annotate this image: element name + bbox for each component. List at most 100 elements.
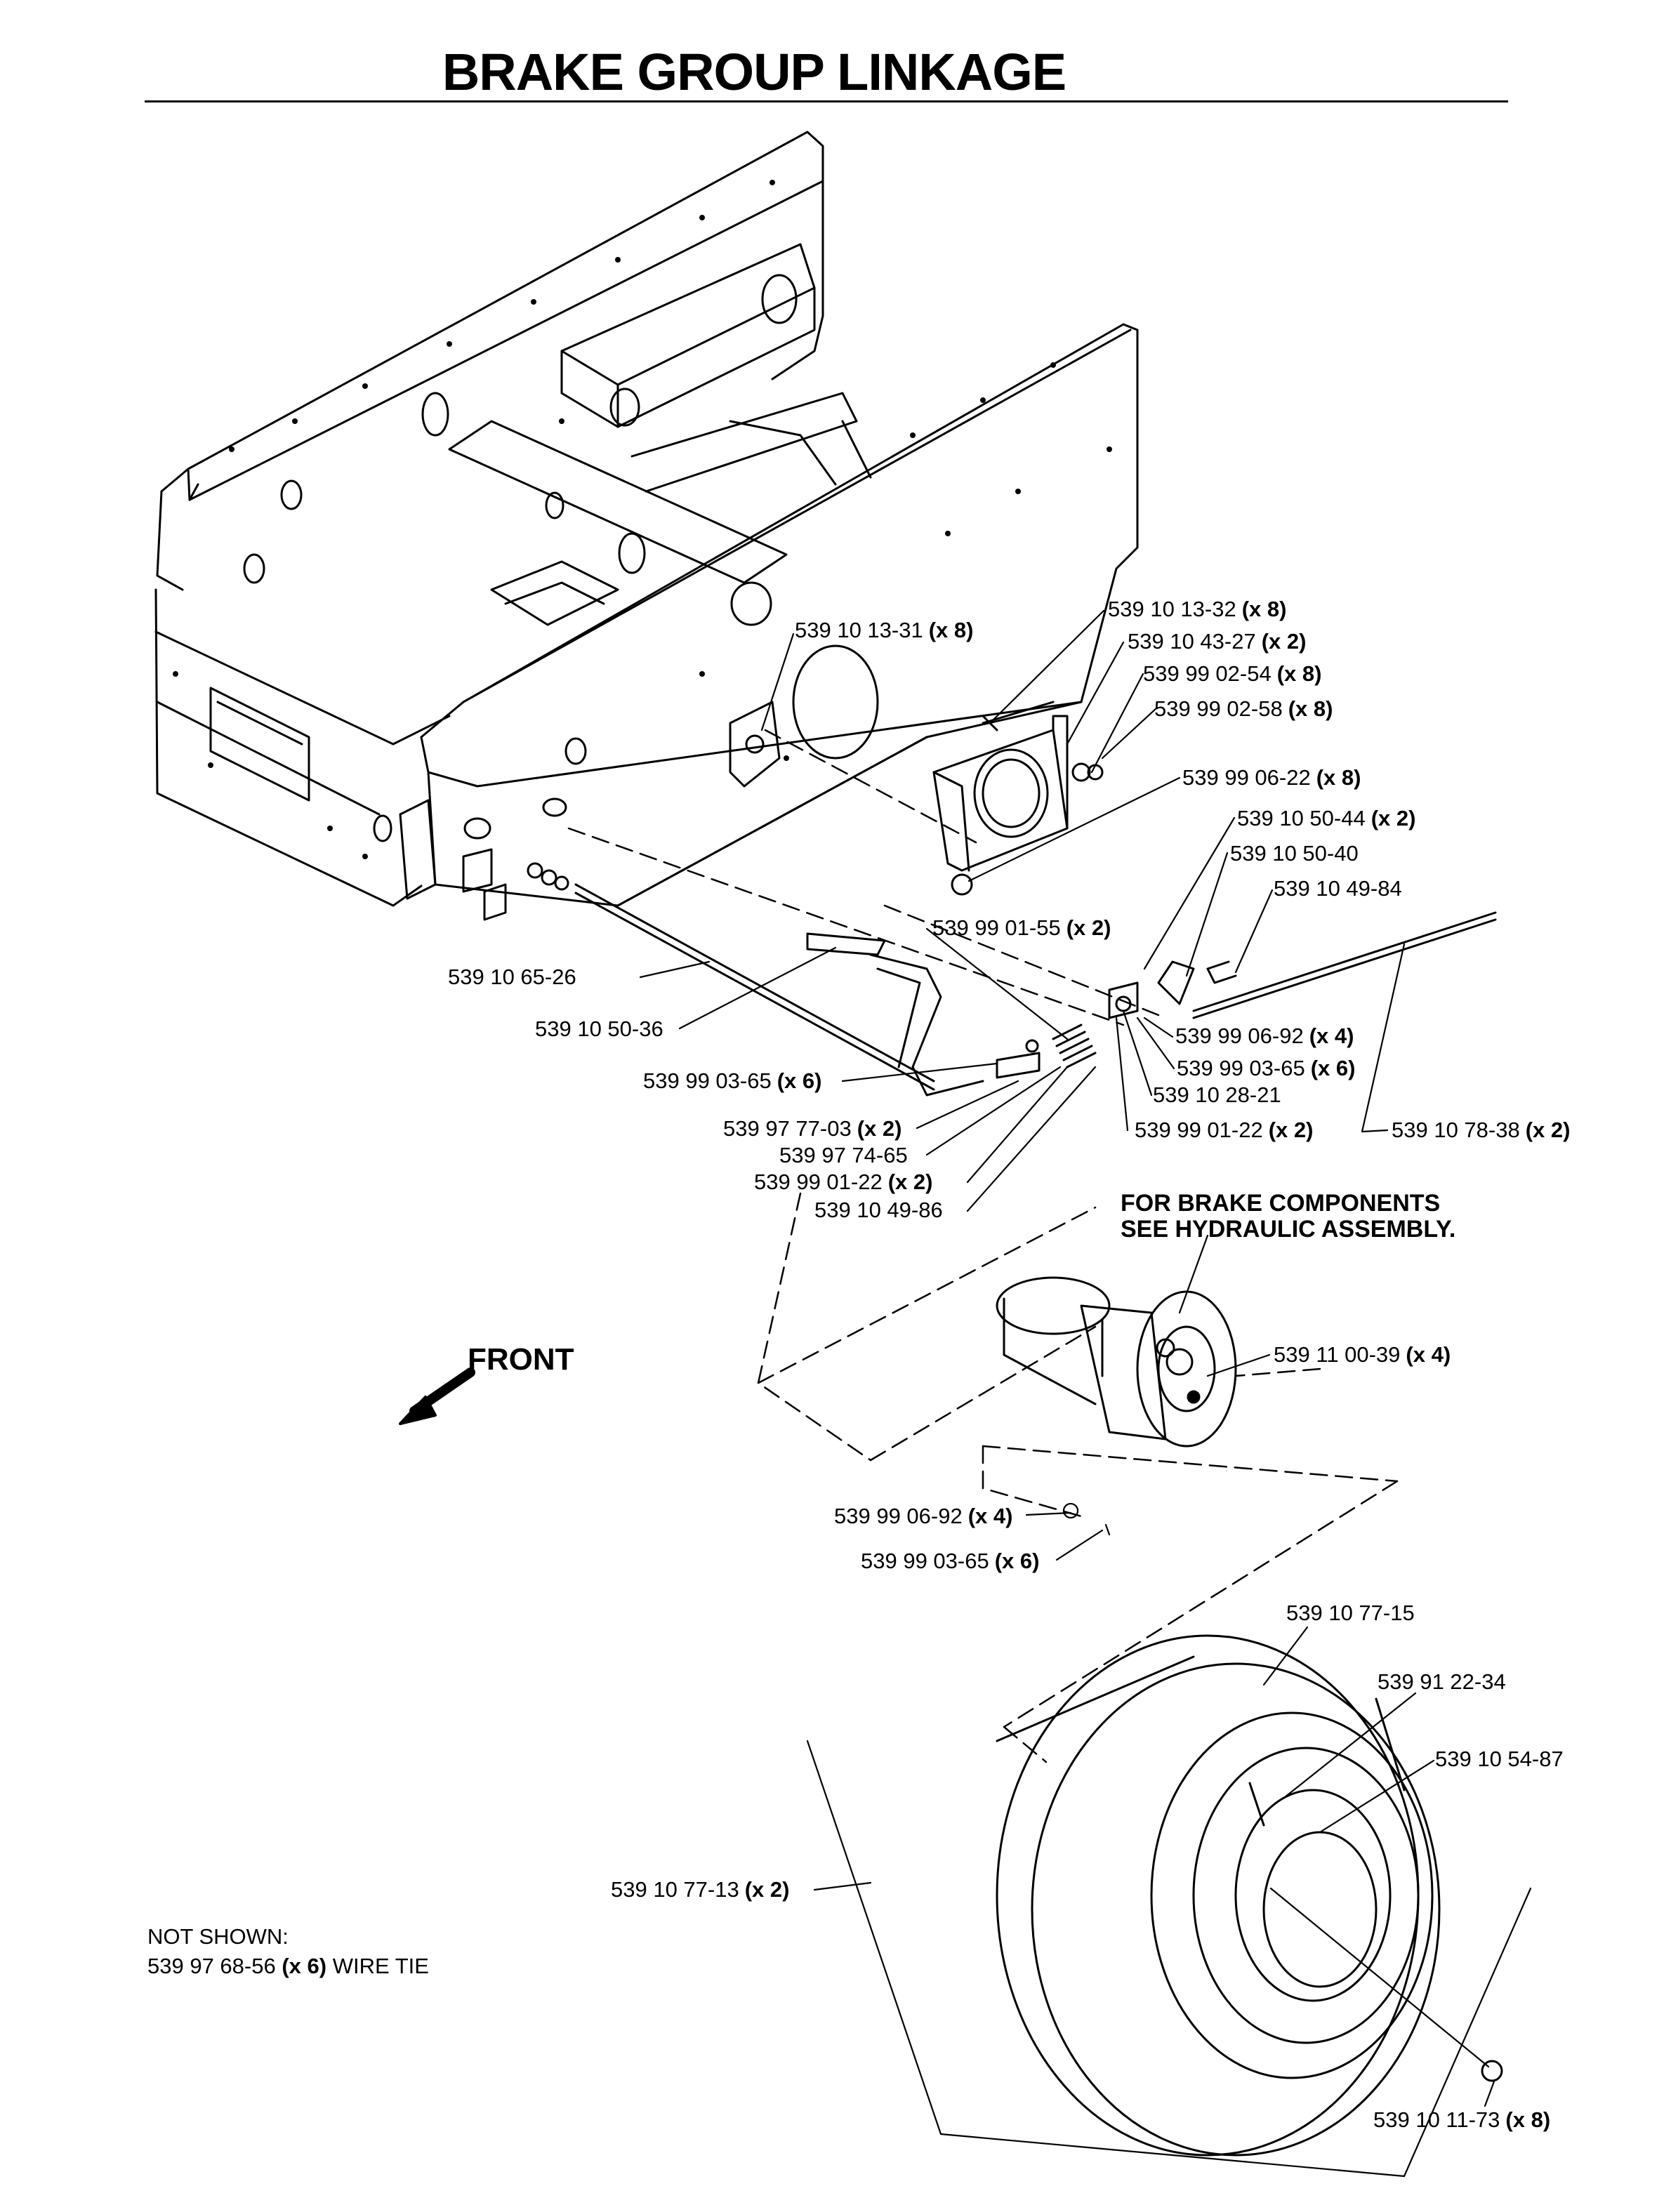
- brake-mounting-bracket: [932, 701, 1104, 896]
- callout-part-number: 539 10 65-26: [448, 965, 576, 989]
- assembly-dashed-lines: [567, 729, 1399, 1763]
- callout-part-number: 539 10 78-38: [1392, 1118, 1520, 1142]
- callout-7: 539 10 50-44(x 2): [1237, 807, 1415, 829]
- callout-part-number: 539 99 02-54: [1143, 661, 1272, 686]
- callout-5: 539 99 02-58(x 8): [1154, 698, 1333, 720]
- callout-part-number: 539 99 01-55: [932, 915, 1061, 940]
- callout-29: 539 10 77-13(x 2): [611, 1879, 789, 1900]
- callout-quantity: (x 2): [887, 1170, 933, 1194]
- callout-11: 539 10 65-26: [448, 966, 576, 988]
- callout-quantity: (x 2): [1261, 629, 1307, 654]
- callout-10: 539 99 01-55(x 2): [932, 917, 1111, 939]
- callout-21: 539 99 01-22(x 2): [754, 1171, 932, 1193]
- callout-part-number: 539 99 06-92: [1175, 1024, 1304, 1048]
- callout-part-number: 539 99 02-58: [1154, 696, 1283, 721]
- callout-19: 539 10 78-38(x 2): [1392, 1119, 1570, 1141]
- callout-quantity: (x 4): [967, 1504, 1013, 1528]
- callout-quantity: (x 2): [1525, 1118, 1571, 1142]
- callout-30: 539 10 11-73(x 8): [1373, 2109, 1550, 2131]
- callout-part-number: 539 10 13-31: [795, 618, 923, 642]
- callout-quantity: (x 2): [1371, 806, 1416, 830]
- callout-quantity: (x 2): [1066, 915, 1111, 940]
- callout-quantity: (x 8): [928, 618, 974, 642]
- callout-part-number: 539 10 49-84: [1274, 876, 1402, 901]
- callout-quantity: (x 2): [744, 1877, 790, 1902]
- callout-part-number: 539 10 54-87: [1435, 1747, 1564, 1771]
- wheel-and-tire: [996, 1634, 1503, 2157]
- callout-part-number: 539 10 49-86: [814, 1198, 943, 1222]
- title-underline: [145, 100, 1508, 102]
- callout-quantity: (x 4): [1406, 1342, 1451, 1367]
- callout-part-number: 539 10 50-36: [535, 1016, 663, 1041]
- callout-6: 539 99 06-22(x 8): [1182, 767, 1361, 788]
- callout-quantity: (x 6): [777, 1068, 822, 1093]
- front-label: FRONT: [468, 1342, 574, 1377]
- callout-22: 539 10 49-86: [814, 1199, 943, 1221]
- callout-part-number: 539 99 01-22: [754, 1170, 883, 1194]
- callout-part-number: 539 99 03-65: [643, 1068, 772, 1093]
- callout-4: 539 99 02-54(x 8): [1143, 663, 1321, 684]
- callout-quantity: (x 4): [1309, 1024, 1354, 1048]
- note-line-2: SEE HYDRAULIC ASSEMBLY.: [1121, 1215, 1456, 1243]
- callout-26: 539 10 77-15: [1286, 1602, 1415, 1624]
- chassis-frame: [154, 131, 1139, 921]
- callout-part-number: 539 10 77-13: [611, 1877, 739, 1902]
- not-shown-desc: WIRE TIE: [332, 1953, 429, 1978]
- callout-quantity: (x 8): [1505, 2107, 1551, 2132]
- callout-part-number: 539 99 03-65: [861, 1549, 989, 1573]
- callout-12: 539 10 50-36: [535, 1018, 663, 1040]
- brake-components-note: FOR BRAKE COMPONENTS SEE HYDRAULIC ASSEM…: [1121, 1191, 1455, 1242]
- callout-17: 539 97 77-03(x 2): [723, 1118, 901, 1139]
- callout-20: 539 97 74-65: [779, 1144, 908, 1166]
- callout-18: 539 99 01-22(x 2): [1135, 1119, 1313, 1141]
- callout-25: 539 99 03-65(x 6): [861, 1550, 1039, 1572]
- callout-16: 539 99 03-65(x 6): [1177, 1057, 1355, 1079]
- not-shown-qty: (x 6): [282, 1953, 327, 1978]
- callout-part-number: 539 10 50-44: [1237, 806, 1366, 830]
- callout-part-number: 539 11 00-39: [1274, 1342, 1401, 1367]
- not-shown-item: 539 97 68-56 (x 6) WIRE TIE: [147, 1952, 429, 1981]
- callout-28: 539 10 54-87: [1435, 1748, 1564, 1770]
- callout-2: 539 10 13-32(x 8): [1108, 598, 1286, 620]
- callout-23: 539 11 00-39(x 4): [1274, 1344, 1451, 1365]
- callout-part-number: 539 10 50-40: [1230, 841, 1359, 866]
- callout-part-number: 539 10 43-27: [1128, 629, 1256, 654]
- hydraulic-brake-motor: [996, 1276, 1237, 1448]
- callout-14: 539 99 03-65(x 6): [643, 1070, 821, 1092]
- callout-quantity: (x 6): [1310, 1056, 1356, 1080]
- callout-13: 539 99 06-92(x 4): [1175, 1025, 1354, 1047]
- callout-quantity: (x 8): [1288, 696, 1333, 721]
- callout-part-number: 539 97 77-03: [723, 1116, 852, 1141]
- callout-part-number: 539 99 06-22: [1182, 765, 1311, 790]
- callout-part-number: 539 97 74-65: [779, 1143, 908, 1167]
- callout-quantity: (x 2): [1268, 1118, 1314, 1142]
- callout-part-number: 539 10 13-32: [1108, 597, 1236, 621]
- page-title: BRAKE GROUP LINKAGE: [442, 43, 1066, 101]
- callout-quantity: (x 8): [1241, 597, 1287, 621]
- callout-9: 539 10 49-84: [1274, 877, 1402, 899]
- callout-3: 539 10 43-27(x 2): [1128, 630, 1306, 652]
- callout-part-number: 539 99 06-92: [834, 1504, 963, 1528]
- callout-part-number: 539 10 77-15: [1286, 1601, 1415, 1625]
- callout-quantity: (x 6): [994, 1549, 1040, 1573]
- note-line-1: FOR BRAKE COMPONENTS: [1121, 1190, 1441, 1217]
- callout-part-number: 539 10 28-21: [1153, 1082, 1281, 1107]
- callout-1: 539 10 13-31(x 8): [795, 619, 973, 641]
- callout-leader-lines: [639, 609, 1532, 2178]
- not-shown-note: NOT SHOWN: 539 97 68-56 (x 6) WIRE TIE: [147, 1922, 429, 1981]
- callout-quantity: (x 8): [1316, 765, 1361, 790]
- callout-part-number: 539 10 11-73: [1373, 2107, 1500, 2132]
- callout-part-number: 539 99 03-65: [1177, 1056, 1305, 1080]
- not-shown-heading: NOT SHOWN:: [147, 1924, 289, 1949]
- callout-quantity: (x 8): [1276, 661, 1322, 686]
- not-shown-part: 539 97 68-56: [147, 1953, 276, 1978]
- callout-8: 539 10 50-40: [1230, 842, 1359, 864]
- callout-15: 539 10 28-21: [1153, 1084, 1281, 1106]
- callout-quantity: (x 2): [857, 1116, 902, 1141]
- front-arrow-icon: [399, 1367, 475, 1425]
- brake-linkage: [574, 883, 1497, 1097]
- callout-part-number: 539 99 01-22: [1135, 1118, 1263, 1142]
- callout-24: 539 99 06-92(x 4): [834, 1505, 1012, 1527]
- callout-27: 539 91 22-34: [1378, 1671, 1506, 1693]
